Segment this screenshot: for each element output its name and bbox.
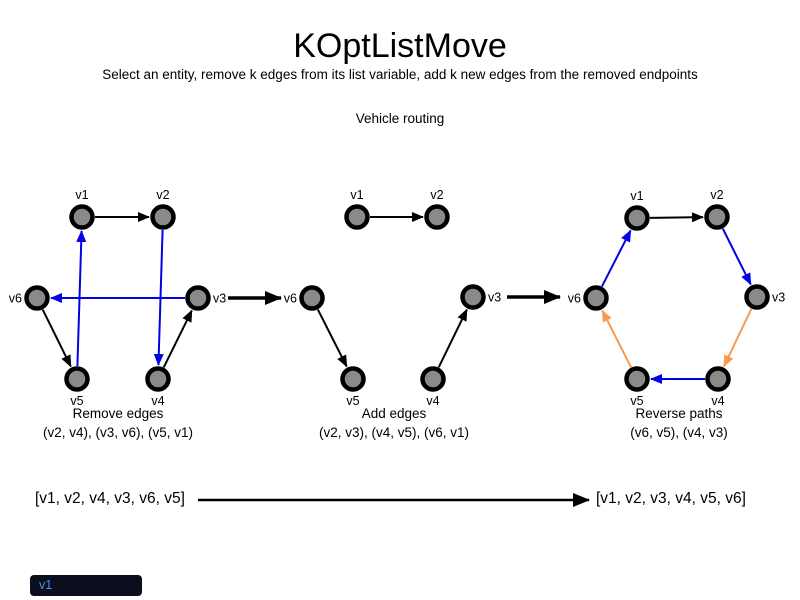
node-v2 (424, 204, 450, 230)
node-label-v3: v3 (488, 291, 501, 305)
node-label-v5: v5 (70, 394, 83, 408)
panel-transition-arrows (198, 290, 590, 507)
node-label-v3: v3 (772, 291, 785, 305)
node-v4 (705, 366, 731, 392)
caption-reverse-paths: Reverse paths (v6, v5), (v4, v3) (630, 405, 728, 442)
node-v4 (145, 366, 171, 392)
caption-edge-list: (v2, v3), (v4, v5), (v6, v1) (318, 424, 470, 440)
edge-v5-v1 (76, 229, 87, 367)
caption-title: Reverse paths (635, 406, 723, 421)
node-label-v2: v2 (156, 188, 169, 202)
edge-v4-v3 (162, 309, 193, 368)
node-v4 (420, 366, 446, 392)
node-label-v1: v1 (350, 188, 363, 202)
node-v3 (460, 284, 486, 310)
node-v1 (69, 204, 95, 230)
edge-v6-v1 (601, 229, 632, 287)
edge-v2-v3 (721, 228, 752, 286)
node-label-v2: v2 (430, 188, 443, 202)
node-v2 (150, 204, 176, 230)
scenario-label: Vehicle routing (355, 111, 445, 126)
node-label-v6: v6 (9, 292, 22, 306)
node-label-v1: v1 (75, 188, 88, 202)
node-v3 (185, 285, 211, 311)
node-label-v5: v5 (346, 394, 359, 408)
caption-title: Remove edges (72, 406, 164, 421)
edge-v5-v6 (601, 309, 633, 368)
node-v6 (583, 285, 609, 311)
node-v5 (64, 366, 90, 392)
caption-title: Add edges (361, 406, 427, 421)
node-label-v2: v2 (710, 188, 723, 202)
list-before: [v1, v2, v4, v3, v6, v5] (35, 490, 185, 507)
page-title: KOptListMove (293, 27, 507, 65)
node-label-v6: v6 (284, 292, 297, 306)
node-v1 (624, 205, 650, 231)
node-label-v3: v3 (213, 292, 226, 306)
node-label-v4: v4 (151, 394, 164, 408)
graph-node-labels: v1 v2 v3 v4 v5 v6 v1 v2 v3 v4 v5 v6 v1 v2 v3 v4 v5 v6 (9, 188, 785, 408)
node-label-v6: v6 (568, 292, 581, 306)
node-label-v4: v4 (426, 394, 439, 408)
edge-v1-v2 (649, 212, 705, 223)
node-v2 (704, 204, 730, 230)
list-after: [v1, v2, v3, v4, v5, v6] (596, 490, 746, 507)
status-badge: v1 (30, 575, 142, 596)
node-v1 (344, 204, 370, 230)
node-v6 (299, 285, 325, 311)
edge-v6-v5 (41, 309, 72, 368)
node-label-v5: v5 (630, 394, 643, 408)
edge-v4-v3 (437, 308, 468, 368)
graph-nodes (24, 204, 770, 392)
node-v6 (24, 285, 50, 311)
graph-edges (41, 212, 753, 384)
subtitle: Select an entity, remove k edges from it… (102, 67, 698, 82)
node-v5 (624, 366, 650, 392)
edge-v6-v5 (316, 309, 348, 368)
node-label-v4: v4 (711, 394, 724, 408)
edge-v3-v4 (723, 308, 753, 368)
node-v5 (340, 366, 366, 392)
caption-edge-list: (v2, v4), (v3, v6), (v5, v1) (42, 424, 194, 440)
node-label-v1: v1 (630, 189, 643, 203)
caption-add-edges: Add edges (v2, v3), (v4, v5), (v6, v1) (319, 405, 469, 442)
caption-remove-edges: Remove edges (v2, v4), (v3, v6), (v5, v1… (43, 405, 193, 442)
caption-edge-list: (v6, v5), (v4, v3) (630, 424, 728, 440)
node-v3 (744, 284, 770, 310)
